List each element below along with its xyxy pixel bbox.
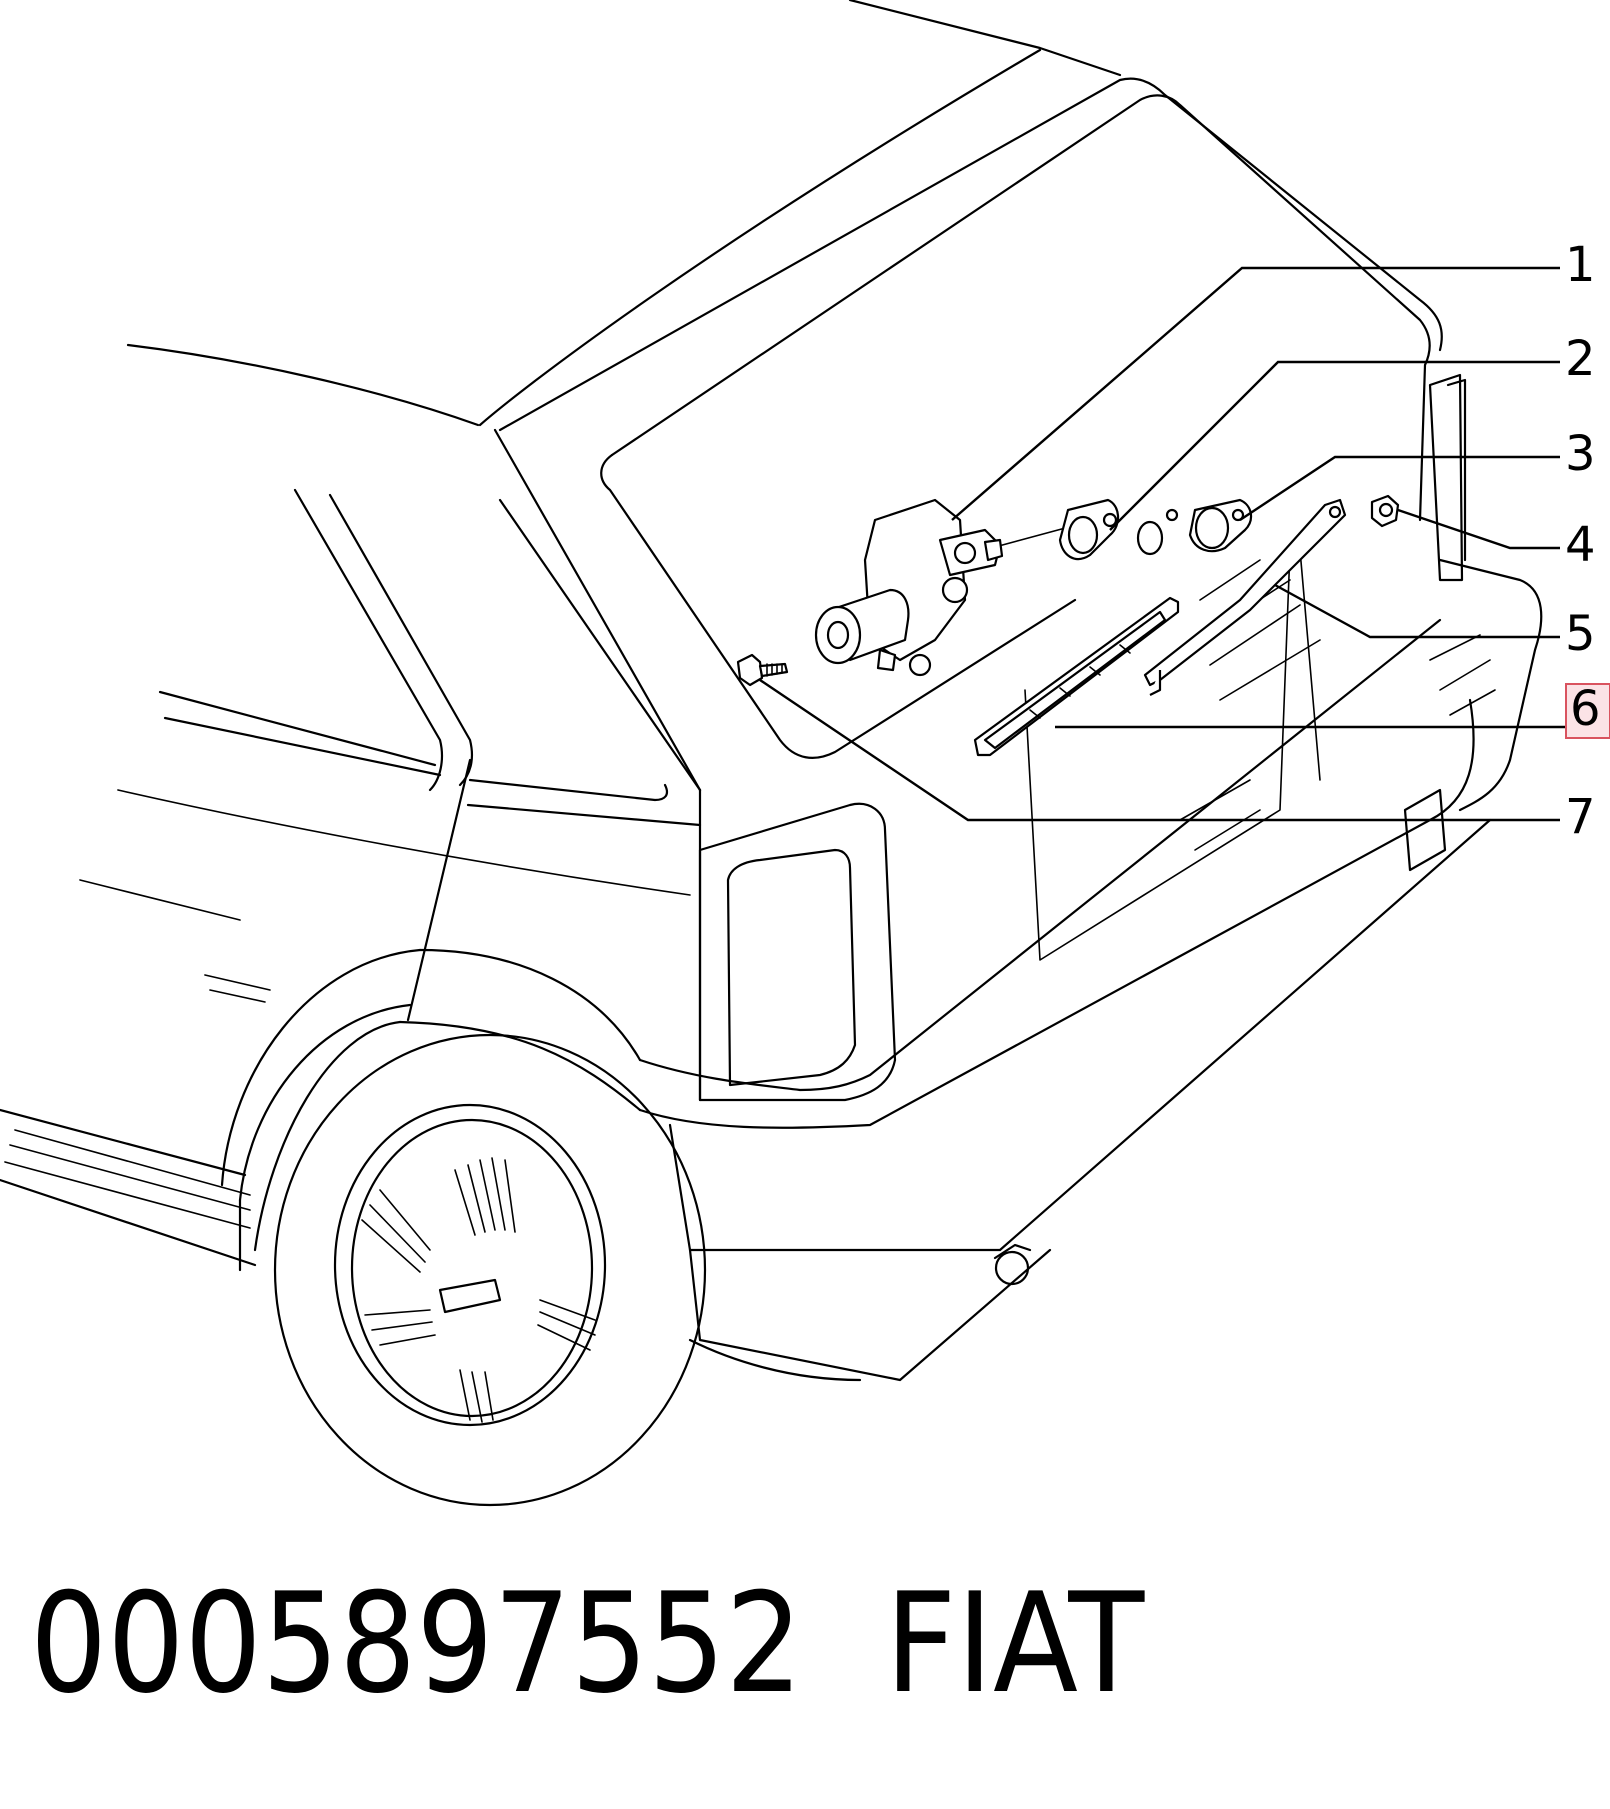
callout-4: 4: [1565, 517, 1596, 573]
leader-lines: [759, 266, 1565, 822]
callout-2: 2: [1565, 331, 1596, 387]
part-4-nut: [1370, 494, 1400, 528]
callout-6: 6: [1570, 681, 1601, 737]
callout-5: 5: [1565, 606, 1596, 662]
leader-5: [1274, 583, 1560, 639]
callout-3: 3: [1565, 426, 1596, 482]
leader-3: [1239, 455, 1560, 522]
car-body-outline: [0, 0, 1543, 1382]
leader-2: [1109, 360, 1560, 531]
leader-1: [951, 266, 1560, 521]
rear-wheel: [273, 1033, 707, 1507]
callout-7: 7: [1565, 789, 1596, 845]
part-6-wiper-blade: [973, 596, 1180, 757]
part-3-grommet: [1136, 498, 1253, 556]
part-5-wiper-arm: [1143, 498, 1347, 696]
leader-4: [1397, 508, 1560, 550]
brand-text: FIAT: [885, 1563, 1145, 1724]
callout-numbers: 1 2 3 4 5 6 7: [1565, 237, 1610, 845]
part-number-text: 0005897552: [30, 1563, 803, 1724]
part-caption: 0005897552 FIAT: [30, 1575, 1173, 1715]
callout-1: 1: [1565, 237, 1596, 293]
part-2-seal: [1058, 498, 1120, 561]
part-1-wiper-motor: [814, 498, 1004, 677]
leader-7: [759, 679, 1560, 822]
part-7-screw: [736, 653, 789, 687]
callout-6-highlight-box: [1565, 683, 1610, 739]
